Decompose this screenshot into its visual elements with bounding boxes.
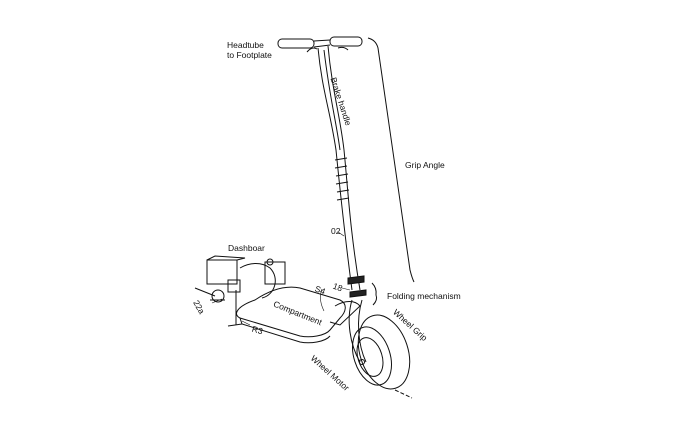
- label-headtube-line1: Headtube: [227, 40, 264, 50]
- label-folding-mechanism: Folding mechanism: [387, 291, 461, 301]
- label-02: 02: [331, 226, 341, 236]
- grip-angle-bracket: [367, 37, 415, 283]
- label-dashboard: Dashboar: [228, 243, 265, 253]
- steering-stem: [317, 45, 367, 298]
- front-wheel: [329, 299, 413, 399]
- folding-bracket: [371, 282, 378, 306]
- label-grip-angle: Grip Angle: [405, 160, 445, 170]
- handlebar: [277, 36, 363, 53]
- dashboard-unit: [194, 255, 286, 327]
- label-headtube-line2: to Footplate: [227, 50, 272, 60]
